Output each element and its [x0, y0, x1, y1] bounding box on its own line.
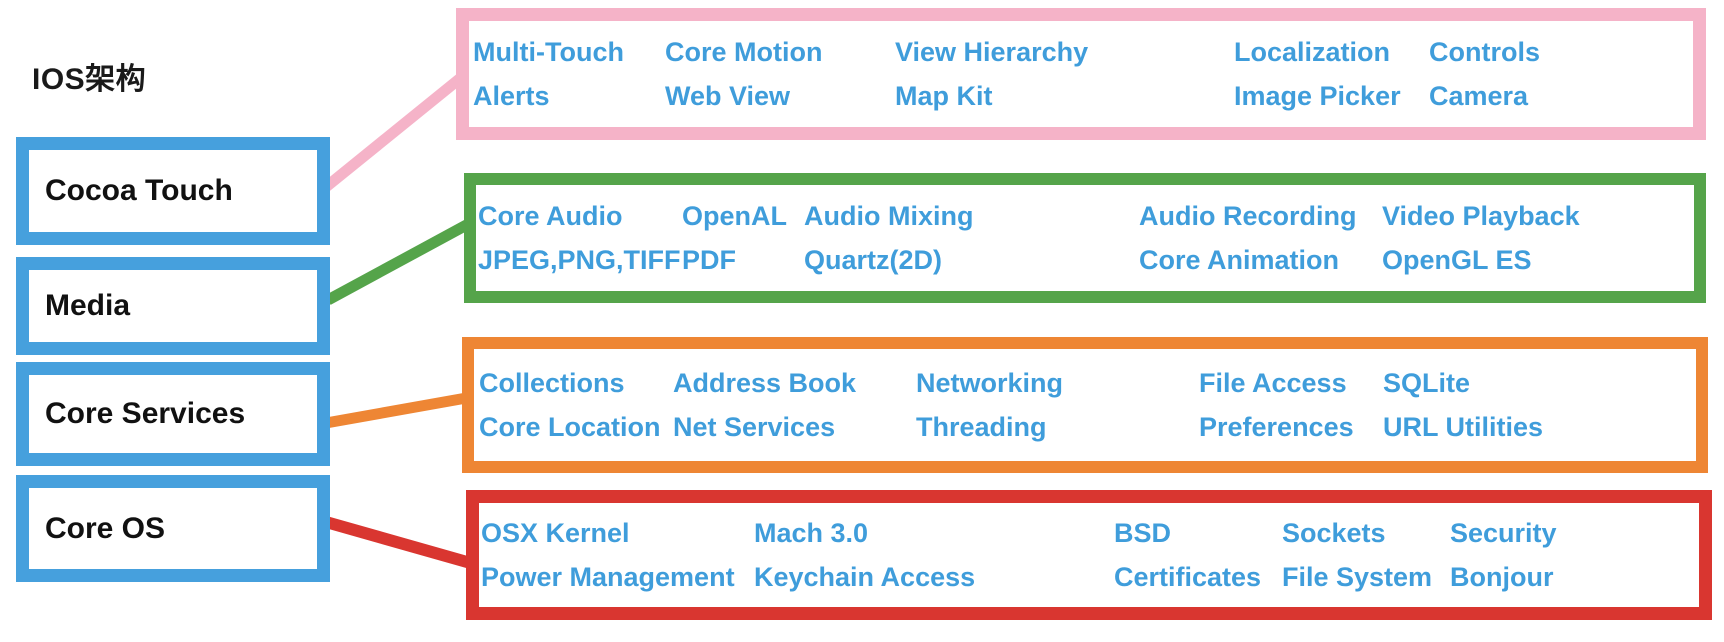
panel-cocoa-touch-frameworks: Multi-Touch Core Motion View Hierarchy L… — [456, 8, 1706, 140]
framework-item: OSX Kernel — [481, 517, 630, 548]
layer-label: Core Services — [45, 397, 246, 430]
framework-item: Core Animation — [1139, 244, 1340, 275]
connector-core-services — [325, 391, 473, 429]
framework-item: View Hierarchy — [895, 36, 1089, 67]
layer-label: Cocoa Touch — [45, 174, 233, 207]
framework-item: Localization — [1234, 36, 1391, 67]
framework-item: Collections — [479, 367, 625, 398]
framework-item: Audio Recording — [1139, 200, 1357, 231]
framework-item: Map Kit — [895, 80, 993, 111]
framework-item: File System — [1282, 561, 1433, 592]
framework-item: Image Picker — [1234, 80, 1401, 111]
framework-item: Certificates — [1114, 561, 1262, 592]
layer-box-core-os: Core OS — [16, 475, 330, 582]
framework-item: Power Management — [481, 561, 735, 592]
framework-item: Address Book — [673, 367, 857, 398]
framework-item: URL Utilities — [1383, 411, 1544, 442]
framework-item: File Access — [1199, 367, 1347, 398]
framework-item: JPEG,PNG,TIFF — [478, 244, 681, 275]
framework-item: Core Audio — [478, 200, 623, 231]
connector-media — [325, 217, 475, 305]
diagram-title: IOS架构 — [32, 63, 147, 96]
framework-row: Multi-Touch Core Motion View Hierarchy L… — [469, 30, 1693, 74]
framework-item: Camera — [1429, 80, 1529, 111]
framework-item: Preferences — [1199, 411, 1354, 442]
connector-cocoa-touch — [322, 71, 467, 192]
framework-row: Alerts Web View Map Kit Image Picker Cam… — [469, 74, 1693, 118]
layer-label: Core OS — [45, 511, 166, 545]
layer-label: Media — [45, 289, 131, 322]
framework-row: Power Management Keychain Access Certifi… — [479, 555, 1699, 599]
connector-core-os — [324, 516, 476, 570]
framework-row: Core Audio OpenAL Audio Mixing Audio Rec… — [476, 194, 1694, 238]
framework-item: Alerts — [473, 80, 550, 111]
framework-item: Sockets — [1282, 517, 1386, 548]
framework-item: Controls — [1429, 36, 1540, 67]
framework-item: Security — [1450, 517, 1557, 548]
framework-item: Keychain Access — [754, 561, 976, 592]
framework-item: Net Services — [673, 411, 836, 442]
framework-item: PDF — [682, 244, 736, 275]
framework-item: OpenAL — [682, 200, 787, 231]
framework-item: OpenGL ES — [1382, 244, 1532, 275]
framework-item: Multi-Touch — [473, 36, 624, 67]
panel-core-services-frameworks: Collections Address Book Networking File… — [462, 337, 1708, 473]
framework-item: Quartz(2D) — [804, 244, 943, 275]
framework-item: BSD — [1114, 517, 1172, 548]
framework-item: Threading — [916, 411, 1047, 442]
framework-item: Core Location — [479, 411, 661, 442]
framework-item: Mach 3.0 — [754, 517, 869, 548]
framework-item: Networking — [916, 367, 1064, 398]
layer-box-core-services: Core Services — [16, 362, 330, 466]
framework-item: Audio Mixing — [804, 200, 974, 231]
framework-row: Core Location Net Services Threading Pre… — [474, 405, 1696, 449]
framework-row: Collections Address Book Networking File… — [474, 361, 1696, 405]
framework-item: Bonjour — [1450, 561, 1554, 592]
framework-row: OSX Kernel Mach 3.0 BSD Sockets Security — [479, 511, 1699, 555]
framework-row: JPEG,PNG,TIFF PDF Quartz(2D) Core Animat… — [476, 238, 1694, 282]
framework-item: SQLite — [1383, 367, 1471, 398]
framework-item: Video Playback — [1382, 200, 1580, 231]
framework-item: Web View — [665, 80, 791, 111]
framework-item: Core Motion — [665, 36, 823, 67]
layer-box-cocoa-touch: Cocoa Touch — [16, 137, 330, 245]
layer-box-media: Media — [16, 257, 330, 355]
panel-core-os-frameworks: OSX Kernel Mach 3.0 BSD Sockets Security… — [466, 490, 1712, 620]
panel-media-frameworks: Core Audio OpenAL Audio Mixing Audio Rec… — [464, 173, 1706, 303]
